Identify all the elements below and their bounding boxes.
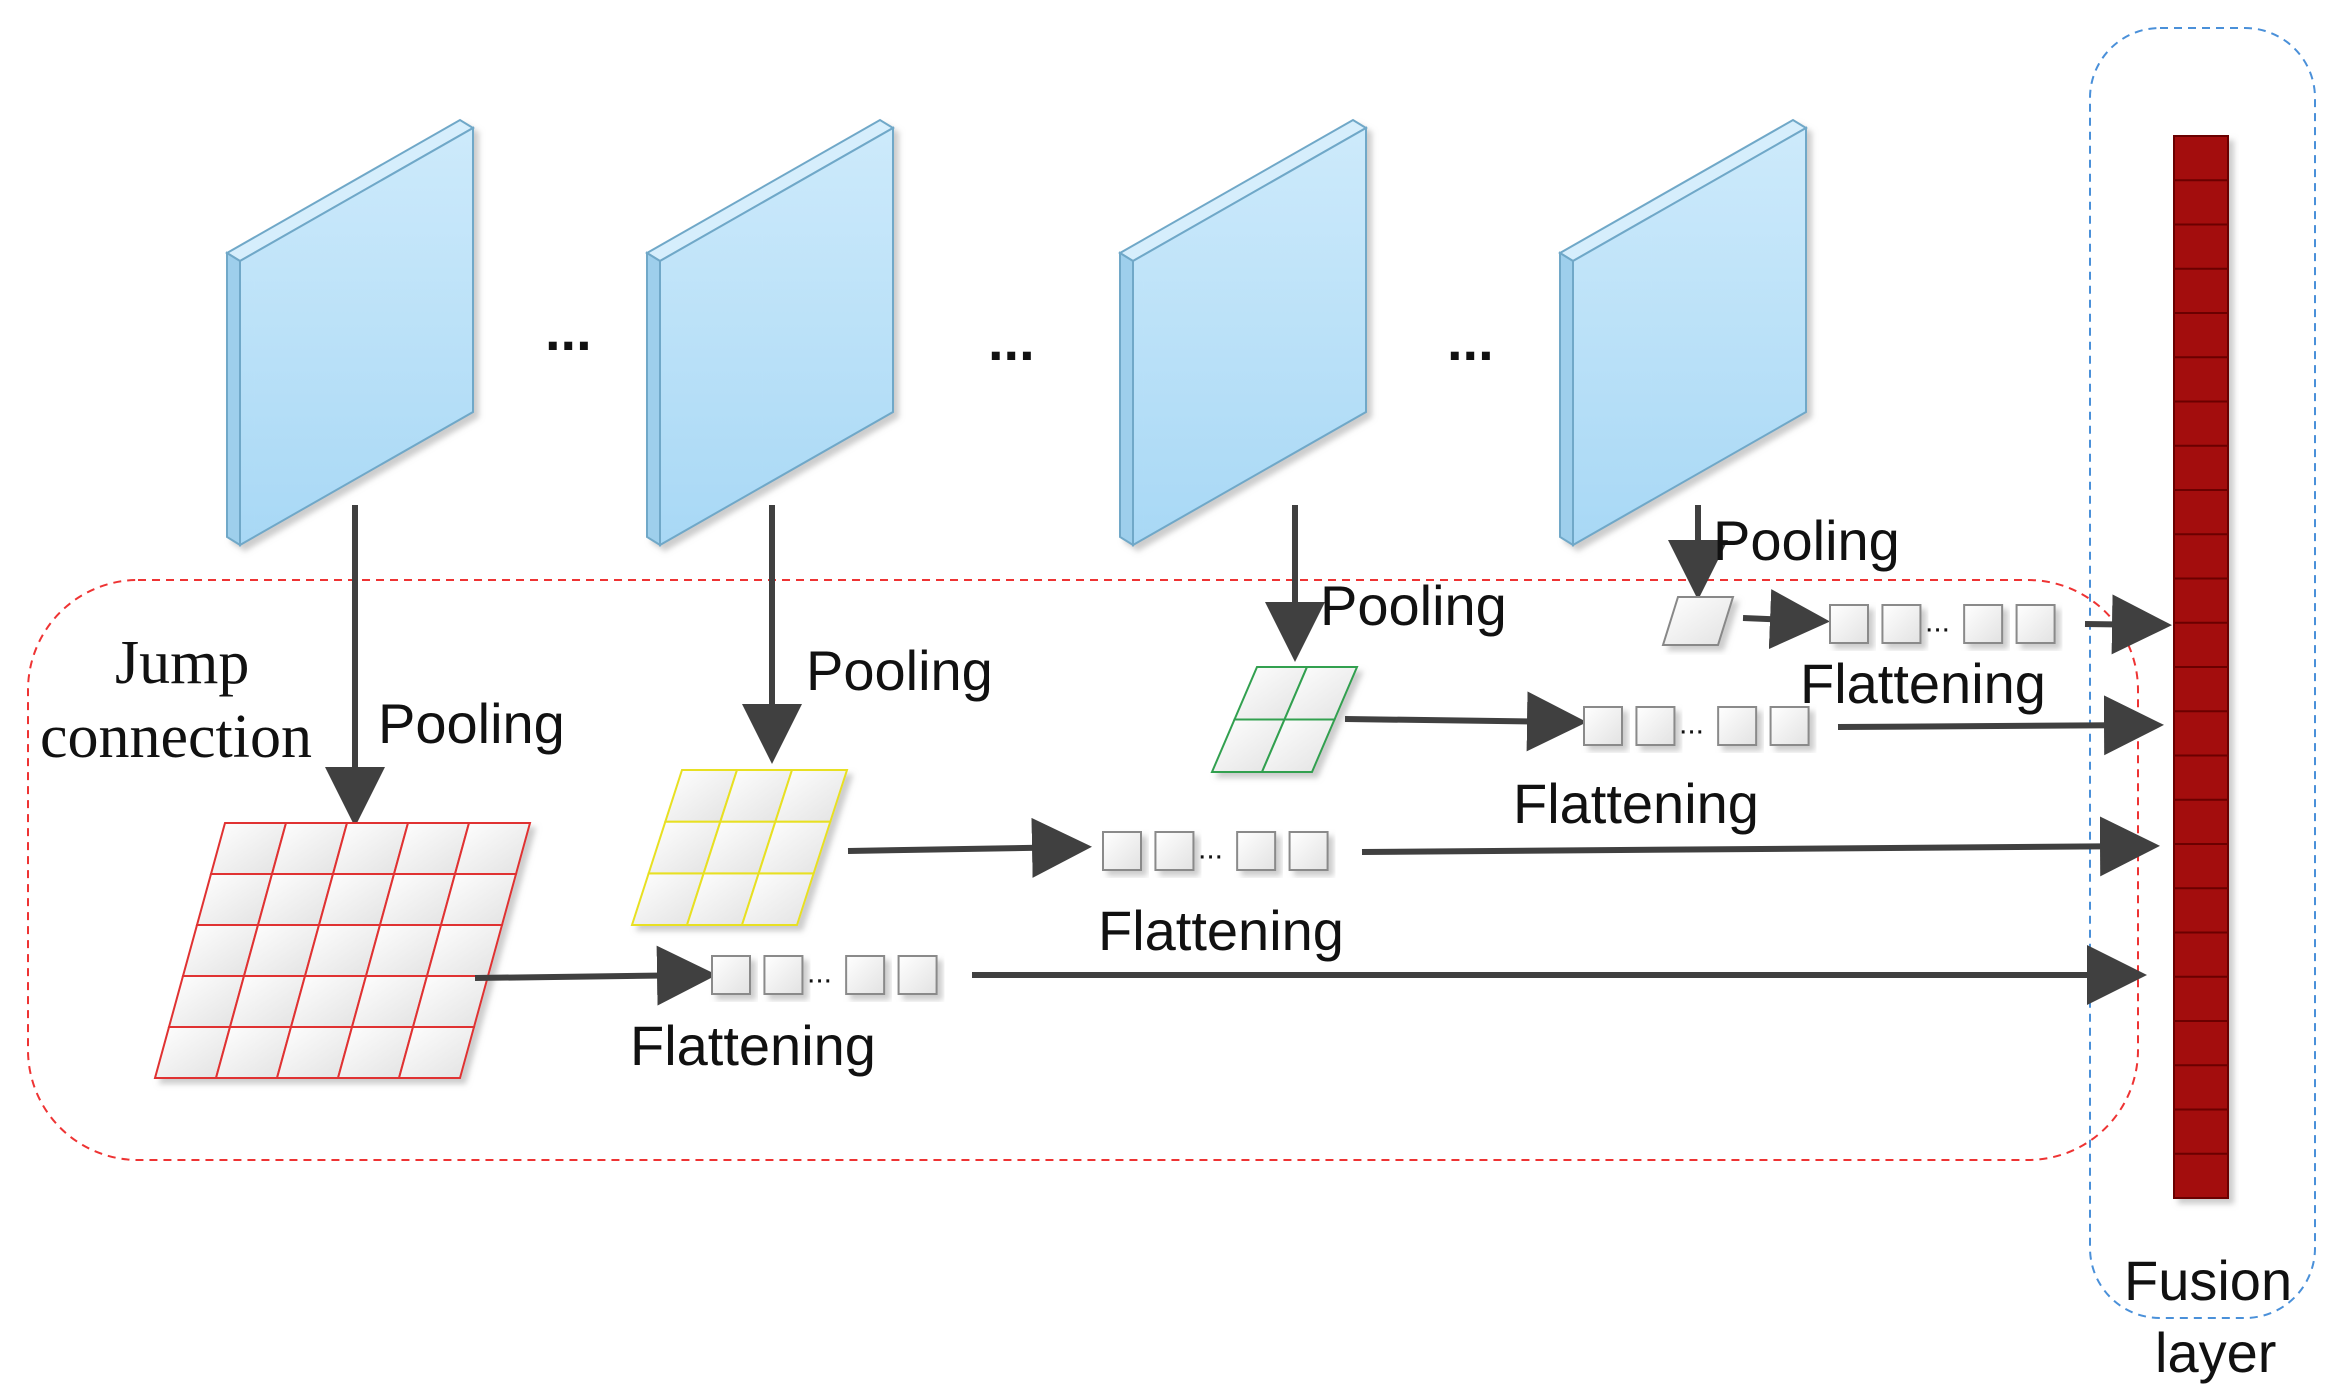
fusion-layer-bar bbox=[2173, 135, 2229, 1199]
grid-cell bbox=[411, 975, 490, 1028]
ellipsis-2: ... bbox=[988, 309, 1035, 372]
jump-label-line2: connection bbox=[40, 703, 312, 771]
feature-map-2 bbox=[645, 118, 895, 547]
pooling-label-3: Pooling bbox=[1320, 574, 1507, 637]
vector-cell bbox=[1635, 706, 1676, 746]
flatten-arrow-3 bbox=[1344, 691, 1587, 752]
flatten-arrow-1 bbox=[474, 945, 717, 1006]
vector-cell bbox=[1102, 831, 1142, 871]
flattening-label-2: Flattening bbox=[1098, 899, 1344, 962]
pooling-label-1: Pooling bbox=[378, 692, 565, 755]
pooling-label-4: Pooling bbox=[1713, 509, 1900, 572]
flattened-vector-1: ... bbox=[711, 955, 938, 995]
vector-cell bbox=[1881, 604, 1922, 644]
vector-cell bbox=[897, 955, 938, 995]
vector-cell bbox=[845, 955, 886, 995]
grid-cell bbox=[439, 873, 518, 926]
flattened-vector-3: ... bbox=[1583, 706, 1810, 746]
feature-map-4 bbox=[1558, 118, 1808, 547]
flattening-label-1: Flattening bbox=[630, 1014, 876, 1077]
fusion-label-line2: layer bbox=[2155, 1321, 2276, 1384]
vector-ellipsis: ... bbox=[807, 957, 832, 990]
vector-ellipsis: ... bbox=[1198, 833, 1223, 866]
pooling-label-2: Pooling bbox=[806, 639, 993, 702]
flattening-label-4: Flattening bbox=[1800, 652, 2046, 715]
pooled-grid-green bbox=[1210, 666, 1359, 773]
vector-cell bbox=[1769, 706, 1810, 746]
pooled-grid-gray bbox=[1661, 596, 1735, 646]
grid-cell bbox=[425, 924, 504, 977]
vector-cell bbox=[763, 955, 804, 995]
flatten-arrow-2 bbox=[847, 817, 1092, 878]
grid-cell bbox=[397, 1026, 476, 1079]
flattening-label-3: Flattening bbox=[1513, 772, 1759, 835]
vector-cell bbox=[1236, 831, 1277, 871]
grid-cell bbox=[1282, 666, 1359, 721]
vector-cell bbox=[2015, 604, 2056, 644]
vector-cell bbox=[1963, 604, 2004, 644]
grid-cell bbox=[453, 822, 532, 875]
fusion-arrow-2 bbox=[1361, 816, 2160, 877]
pooled-grid-yellow bbox=[630, 769, 849, 926]
fusion-label-line1: Fusion bbox=[2124, 1249, 2292, 1312]
flattened-vector-2: ... bbox=[1102, 831, 1329, 871]
fusion-layer-region bbox=[2089, 27, 2316, 1319]
flattened-vector-4: ... bbox=[1829, 604, 2056, 644]
pooled-grid-red bbox=[153, 822, 532, 1079]
vector-cell bbox=[1829, 604, 1869, 644]
vector-cell bbox=[1288, 831, 1329, 871]
feature-map-3 bbox=[1118, 118, 1368, 547]
grid-cell bbox=[773, 769, 849, 823]
vector-cell bbox=[1154, 831, 1195, 871]
vector-ellipsis: ... bbox=[1679, 708, 1704, 741]
ellipsis-1: ... bbox=[545, 299, 592, 362]
fusion-arrow-3 bbox=[1837, 695, 2164, 756]
fusion-arrow-4 bbox=[2084, 594, 2172, 655]
vector-cell bbox=[711, 955, 751, 995]
grid-cell bbox=[1661, 596, 1735, 646]
vector-cell bbox=[1717, 706, 1758, 746]
vector-cell bbox=[1583, 706, 1623, 746]
flatten-arrow-4 bbox=[1742, 589, 1830, 650]
feature-map-1 bbox=[225, 118, 475, 547]
vector-ellipsis: ... bbox=[1925, 606, 1950, 639]
ellipsis-3: ... bbox=[1447, 309, 1494, 372]
jump-label-line1: Jump bbox=[115, 629, 249, 697]
